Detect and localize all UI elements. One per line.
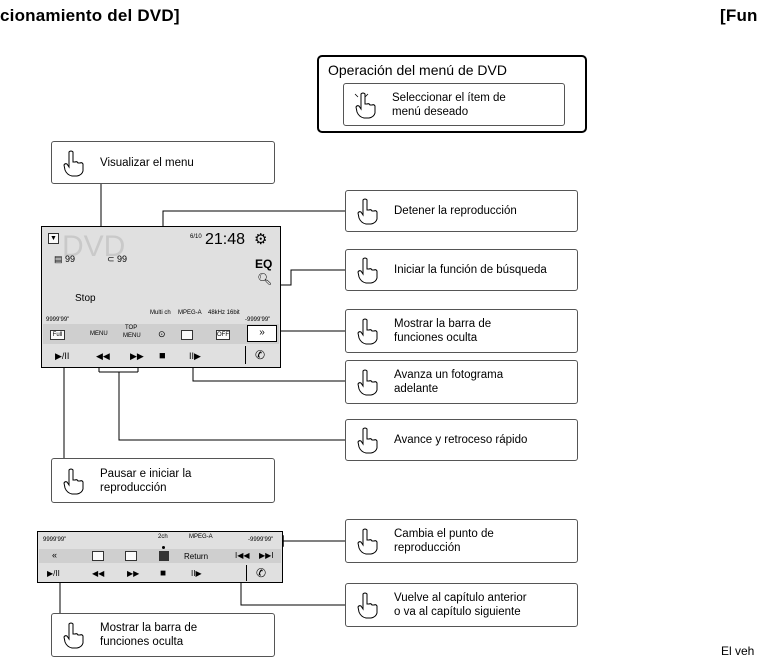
callout-frame: Avanza un fotograma adelante	[345, 360, 578, 404]
callout-stop: Detener la reproducción	[345, 190, 578, 232]
dvd-screen-hidden-bar: 9999'99" 2ch MPEG-A -9999'99" « Return I…	[37, 531, 283, 583]
sample-rate: 48kHz 16bit	[208, 310, 240, 316]
touch-hand-icon	[354, 90, 376, 118]
callout-text: Vuelve al capítulo anterior o va al capí…	[394, 592, 527, 618]
callout-text: Avanza un fotograma adelante	[394, 369, 504, 395]
top-label[interactable]: TOP	[125, 325, 138, 331]
callout-hidden-bar-1: Mostrar la barra de funciones oculta	[345, 309, 578, 353]
menu-select-callout: Seleccionar el ítem de menú deseado	[343, 83, 565, 126]
off-button[interactable]: OFF	[216, 330, 230, 340]
phone-icon[interactable]: ✆	[255, 348, 266, 362]
next-chapter-button[interactable]: ▶▶I	[259, 551, 274, 560]
callout-hidden-bar-2: Mostrar la barra de funciones oculta	[51, 613, 275, 657]
touch-hand-icon	[63, 468, 84, 494]
menu-select-text: Seleccionar el ítem de menú deseado	[392, 91, 506, 118]
full-button[interactable]: Full	[50, 330, 65, 340]
audio-channels: Multi ch	[150, 310, 171, 316]
fast-forward-button[interactable]: ▶▶	[127, 569, 140, 578]
phone-icon[interactable]: ✆	[256, 566, 267, 580]
callout-text: Visualizar el menu	[100, 156, 194, 169]
previous-chapter-button[interactable]: I◀◀	[235, 551, 250, 560]
track-number: ▤ 99	[54, 254, 76, 264]
callout-text: Avance y retroceso rápido	[394, 434, 528, 446]
dropdown-icon[interactable]: ▼	[48, 233, 59, 244]
callout-text: Mostrar la barra de funciones oculta	[100, 622, 198, 648]
callout-chapter: Vuelve al capítulo anterior o va al capí…	[345, 583, 578, 627]
stop-button[interactable]: ■	[159, 350, 166, 362]
menu-button[interactable]: MENU	[90, 331, 108, 337]
audio-codec: MPEG-A	[178, 310, 202, 316]
frame-step-button[interactable]: II▶	[191, 569, 202, 578]
touch-hand-icon	[357, 318, 378, 345]
audio-codec: MPEG-A	[189, 534, 213, 540]
footer-text: El veh	[721, 644, 755, 658]
touch-hand-icon	[357, 427, 378, 454]
playback-status: Stop	[75, 293, 96, 304]
touch-hand-icon	[63, 150, 84, 176]
seek-handle[interactable]	[162, 546, 165, 549]
touch-hand-icon	[357, 528, 378, 555]
callout-text: Detener la reproducción	[394, 205, 517, 217]
angle-icon[interactable]: ⊙	[158, 329, 166, 339]
audio-channels: 2ch	[158, 534, 168, 540]
section-header-right: [Fun	[720, 6, 758, 25]
stop-button[interactable]: ■	[160, 568, 167, 579]
play-pause-button[interactable]: ▶/II	[55, 351, 70, 361]
rewind-button[interactable]: ◀◀	[92, 569, 105, 578]
remaining-time: -9999'99"	[248, 537, 274, 543]
subtitle-icon[interactable]	[125, 551, 137, 561]
touch-hand-icon	[357, 257, 378, 284]
frame-step-button[interactable]: II▶	[189, 351, 201, 361]
elapsed-time: 9999'99"	[43, 537, 67, 543]
rewind-button[interactable]: ◀◀	[96, 351, 110, 361]
remaining-time: -9999'99"	[245, 317, 271, 323]
return-button[interactable]: Return	[184, 552, 209, 561]
angle-icon[interactable]	[159, 551, 169, 561]
section-header-left: cionamiento del DVD]	[0, 6, 180, 25]
callout-text: Mostrar la barra de funciones oculta	[394, 318, 492, 344]
chapter-number: ⊂ 99	[107, 254, 128, 264]
function-bar: « Return I◀◀ ▶▶I	[39, 549, 281, 563]
elapsed-time: 9999'99"	[46, 317, 70, 323]
dvd-menu-box: Operación del menú de DVD Seleccionar el…	[317, 55, 587, 133]
search-icon[interactable]: 🔍︎	[257, 272, 273, 286]
eq-button[interactable]: EQ	[255, 257, 273, 271]
date-label: 6/10	[190, 234, 202, 240]
play-pause-button[interactable]: ▶/II	[47, 569, 60, 578]
settings-gear-icon[interactable]: ⚙	[254, 231, 268, 248]
fast-forward-button[interactable]: ▶▶	[130, 351, 144, 361]
back-button[interactable]: «	[52, 550, 58, 560]
callout-pause: Pausar e iniciar la reproducción	[51, 458, 275, 503]
top-menu-button[interactable]: MENU	[123, 333, 141, 339]
touch-hand-icon	[357, 198, 378, 225]
clock: 21:48	[205, 231, 246, 248]
dvd-screen-main: ▼ DVD ▤ 99 ⊂ 99 6/10 21:48 ⚙ EQ 🔍︎ Stop …	[41, 226, 281, 368]
divider	[246, 565, 247, 581]
callout-text: Cambia el punto de reproducción	[394, 528, 494, 554]
function-bar: Full MENU TOP MENU ⊙ OFF »	[43, 324, 279, 344]
more-functions-button[interactable]: »	[247, 325, 277, 342]
audio-lr-icon[interactable]	[92, 551, 104, 561]
dvd-menu-title: Operación del menú de DVD	[328, 62, 507, 78]
touch-hand-icon	[63, 622, 84, 649]
divider	[245, 346, 246, 364]
callout-text: Pausar e iniciar la reproducción	[100, 467, 192, 494]
touch-hand-icon	[357, 369, 378, 396]
callout-search: Iniciar la función de búsqueda	[345, 249, 578, 291]
callout-seek: Cambia el punto de reproducción	[345, 519, 578, 563]
callout-text: Iniciar la función de búsqueda	[394, 264, 547, 276]
subtitle-icon[interactable]	[181, 330, 193, 340]
callout-ff-rew: Avance y retroceso rápido	[345, 419, 578, 461]
dvd-logo: DVD	[62, 230, 126, 263]
callout-menu: Visualizar el menu	[51, 141, 275, 184]
touch-hand-icon	[357, 592, 378, 619]
